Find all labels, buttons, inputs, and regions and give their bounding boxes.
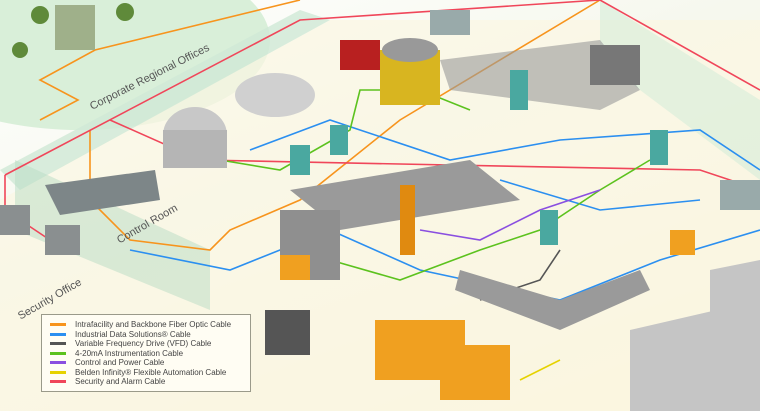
legend-item: 4-20mA Instrumentation Cable [50, 349, 250, 359]
industrial-data-cable [249, 119, 760, 171]
control-desks [0, 10, 760, 255]
fiber-optic-cable [38, 0, 301, 121]
legend-swatch [50, 342, 66, 346]
legend-label: Variable Frequency Drive (VFD) Cable [75, 339, 212, 349]
legend-label: 4-20mA Instrumentation Cable [75, 348, 184, 358]
legend-item: Control and Power Cable [50, 358, 250, 368]
instrumentation-cable [329, 159, 651, 281]
pump [340, 40, 380, 70]
legend-label: Belden Infinity® Flexible Automation Cab… [75, 367, 227, 377]
legend-swatch [50, 323, 66, 327]
robot-arm [400, 185, 415, 255]
legend-item: Belden Infinity® Flexible Automation Cab… [50, 368, 250, 378]
control-cabinets [290, 70, 668, 245]
control-power-cable [419, 189, 601, 241]
filler-machine [590, 45, 640, 85]
flexible-automation-cable [519, 359, 561, 381]
legend-label: Intrafacility and Backbone Fiber Optic C… [75, 320, 232, 330]
legend-item: Intrafacility and Backbone Fiber Optic C… [50, 320, 250, 330]
glass-wall [0, 10, 330, 190]
cable-legend: Intrafacility and Backbone Fiber Optic C… [41, 314, 251, 392]
legend-swatch [50, 351, 66, 355]
legend-swatch [50, 380, 66, 384]
legend-swatch [50, 361, 66, 365]
legend-label: Industrial Data Solutions® Cable [75, 329, 191, 339]
trucks [630, 260, 760, 411]
legend-item: Industrial Data Solutions® Cable [50, 330, 250, 340]
forklift [265, 310, 310, 355]
legend-swatch [50, 370, 66, 374]
legend-label: Control and Power Cable [75, 358, 165, 368]
trees [12, 3, 134, 58]
legend-item: Security and Alarm Cable [50, 377, 250, 387]
office-building [55, 5, 95, 50]
industrial-data-cable [129, 229, 760, 301]
legend-item: Variable Frequency Drive (VFD) Cable [50, 339, 250, 349]
pallets [280, 230, 695, 400]
industrial-data-cable [499, 179, 701, 211]
tanks [163, 38, 440, 168]
legend-label: Security and Alarm Cable [75, 377, 166, 387]
legend-swatch [50, 332, 66, 336]
